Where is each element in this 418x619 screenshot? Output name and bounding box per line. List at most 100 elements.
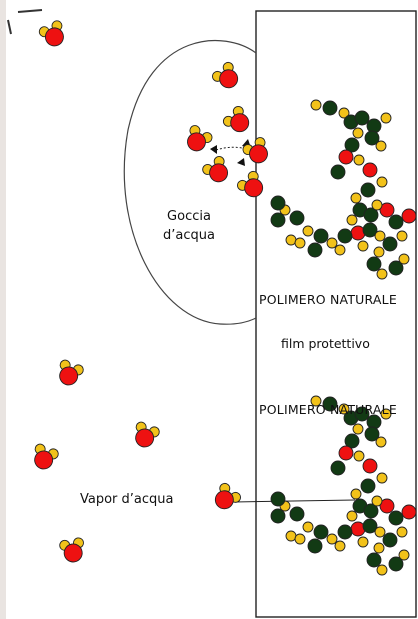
oxygen-atom (244, 178, 264, 198)
polymer-atom-green (354, 110, 370, 126)
polymer-atom-red (338, 445, 354, 461)
water-molecule (38, 20, 64, 47)
polymer-atom-red (338, 149, 354, 165)
polymer-atom-green (313, 524, 329, 540)
polymer-atom-green (388, 556, 404, 572)
oxygen-atom (214, 490, 234, 510)
polymer-atom-yellow (374, 526, 386, 538)
oxygen-atom (59, 366, 79, 386)
droplet-label: Goccia d’acqua (157, 207, 221, 245)
polymer-atom-red (379, 498, 395, 514)
polymer-atom-green (363, 503, 379, 519)
polymer-atom-green (289, 506, 305, 522)
polymer-atom-green (388, 214, 404, 230)
polymer-atom-green (289, 210, 305, 226)
polymer-atom-yellow (294, 533, 306, 545)
oxygen-atom (209, 163, 229, 183)
polymer-atom-yellow (374, 230, 386, 242)
water-molecule (237, 170, 264, 198)
oxygen-atom (63, 543, 83, 563)
polymer-atom-yellow (302, 225, 314, 237)
water-molecule (59, 359, 84, 386)
polymer-atom-green (344, 433, 360, 449)
corner-mark (7, 9, 43, 35)
water-molecule (222, 105, 250, 133)
polymer-atom-green (366, 256, 382, 272)
polymer-cluster-bottom (270, 395, 417, 576)
polymer-atom-yellow (346, 510, 358, 522)
polymer-atom-green (313, 228, 329, 244)
arrowhead-down (237, 158, 245, 166)
polymer-atom-red (362, 458, 378, 474)
oxygen-atom (135, 428, 155, 448)
droplet-label-line2: d’acqua (163, 228, 215, 243)
vapor-label: Vapor d’acqua (80, 492, 174, 507)
oxygen-atom (230, 113, 250, 133)
polymer-atom-green (388, 510, 404, 526)
polymer-label-top: POLIMERO NATURALE (259, 292, 397, 307)
polymer-atom-green (330, 164, 346, 180)
polymer-atom-yellow (373, 542, 385, 554)
polymer-atom-green (337, 228, 353, 244)
polymer-atom-yellow (294, 237, 306, 249)
water-molecule (34, 443, 59, 470)
polymer-atom-yellow (373, 246, 385, 258)
polymer-atom-green (360, 478, 376, 494)
polymer-atom-yellow (353, 154, 365, 166)
polymer-atom-yellow (371, 495, 383, 507)
polymer-atom-green (270, 212, 286, 228)
polymer-atom-green (307, 538, 323, 554)
polymer-atom-green (344, 137, 360, 153)
polymer-atom-green (354, 406, 370, 422)
arrowhead-left (210, 145, 217, 154)
polymer-atom-yellow (357, 536, 369, 548)
pointer-line (233, 499, 356, 503)
water-molecule (202, 155, 229, 183)
film-box (255, 10, 417, 618)
oxygen-atom (44, 27, 64, 47)
polymer-atom-yellow (375, 436, 387, 448)
oxygen-atom (219, 69, 239, 89)
polymer-atom-yellow (334, 540, 346, 552)
polymer-atom-yellow (376, 268, 388, 280)
polymer-atom-yellow (376, 564, 388, 576)
water-droplet-outline (123, 39, 257, 325)
polymer-atom-yellow (285, 234, 297, 246)
polymer-atom-yellow (350, 192, 362, 204)
polymer-cluster-top (270, 99, 417, 280)
polymer-atom-green (362, 222, 378, 238)
polymer-atom-green (270, 195, 286, 211)
polymer-atom-yellow (326, 533, 338, 545)
polymer-atom-red (379, 202, 395, 218)
polymer-atom-yellow (371, 199, 383, 211)
water-molecule (212, 61, 239, 89)
polymer-atom-yellow (310, 99, 322, 111)
polymer-atom-yellow (380, 408, 392, 420)
polymer-atom-green (364, 130, 380, 146)
polymer-atom-yellow (398, 549, 410, 561)
polymer-atom-yellow (396, 526, 408, 538)
polymer-atom-yellow (357, 240, 369, 252)
polymer-atom-yellow (350, 488, 362, 500)
polymer-atom-yellow (302, 521, 314, 533)
polymer-atom-red (401, 208, 417, 224)
polymer-atom-yellow (380, 112, 392, 124)
polymer-atom-green (363, 207, 379, 223)
polymer-label-bottom: POLIMERO NATURALE (259, 402, 397, 417)
polymer-atom-yellow (352, 127, 364, 139)
polymer-atom-green (307, 242, 323, 258)
droplet-label-line1: Goccia (167, 209, 211, 224)
polymer-atom-yellow (338, 107, 350, 119)
polymer-atom-green (322, 396, 338, 412)
polymer-atom-yellow (375, 140, 387, 152)
water-molecule (214, 482, 241, 510)
polymer-atom-green (382, 532, 398, 548)
polymer-atom-green (322, 100, 338, 116)
polymer-atom-green (362, 518, 378, 534)
polymer-atom-yellow (353, 450, 365, 462)
polymer-atom-yellow (285, 530, 297, 542)
water-molecule (59, 537, 84, 563)
polymer-atom-green (366, 552, 382, 568)
polymer-atom-green (364, 426, 380, 442)
